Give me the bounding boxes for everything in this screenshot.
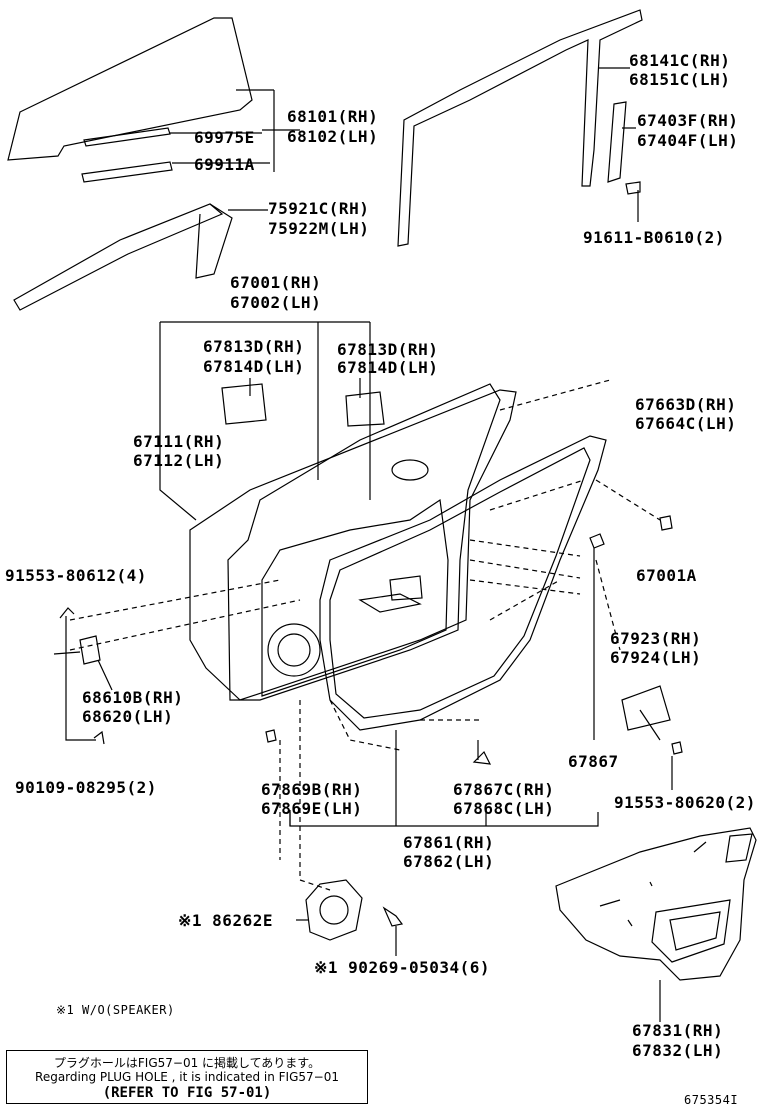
label-67813D-b: 67813D(RH) <box>337 340 439 359</box>
clip-67001A <box>659 515 673 531</box>
label-91553-80620: 91553-80620(2) <box>614 793 756 812</box>
label-91611: 91611-B0610(2) <box>583 228 725 247</box>
label-67663D: 67663D(RH) <box>635 395 737 414</box>
label-67867: 67867 <box>568 752 619 771</box>
label-69911A: 69911A <box>194 155 255 174</box>
glass-channel-lower <box>81 161 173 183</box>
door-hinge <box>79 635 101 665</box>
label-67001A: 67001A <box>636 566 697 585</box>
door-inner-frame <box>227 383 501 701</box>
note-line-en: Regarding PLUG HOLE , it is indicated in… <box>35 1070 339 1084</box>
label-67664C: 67664C(LH) <box>635 414 737 433</box>
label-67814D-a: 67814D(LH) <box>203 357 305 376</box>
door-outer-panel <box>189 389 517 701</box>
label-67862: 67862(LH) <box>403 852 495 871</box>
label-67867C: 67867C(RH) <box>453 780 555 799</box>
label-68102: 68102(LH) <box>287 127 379 146</box>
label-68101: 68101(RH) <box>287 107 379 126</box>
label-86262E: ※1 86262E <box>178 911 273 930</box>
label-69975E: 69975E <box>194 128 255 147</box>
label-67112: 67112(LH) <box>133 451 225 470</box>
label-67869E: 67869E(LH) <box>261 799 363 818</box>
label-67813D-a: 67813D(RH) <box>203 337 305 356</box>
door-weatherstrip <box>319 435 607 731</box>
label-67924: 67924(LH) <box>610 648 702 667</box>
clip-67867 <box>589 533 605 549</box>
label-67861: 67861(RH) <box>403 833 495 852</box>
label-67002: 67002(LH) <box>230 293 322 312</box>
service-hole-cover-a <box>221 383 267 425</box>
label-90269: ※1 90269-05034(6) <box>314 958 491 977</box>
label-67403F: 67403F(RH) <box>637 111 739 130</box>
division-bar <box>607 101 627 183</box>
plug-hole-note: プラグホールはFIG57−01 に掲載してあります。 Regarding PLU… <box>6 1050 368 1104</box>
label-67111: 67111(RH) <box>133 432 225 451</box>
run-channel <box>397 9 643 247</box>
glass-channel-upper <box>83 127 171 147</box>
door-lock-bracket <box>621 685 671 731</box>
note-line-ref: (REFER TO FIG 57-01) <box>102 1085 272 1101</box>
bolt-small <box>625 181 641 195</box>
label-67001: 67001(RH) <box>230 273 322 292</box>
label-75922M: 75922M(LH) <box>268 219 370 238</box>
belt-moulding <box>13 203 224 311</box>
label-68620: 68620(LH) <box>82 707 174 726</box>
label-68141C: 68141C(RH) <box>629 51 731 70</box>
label-67869B: 67869B(RH) <box>261 780 363 799</box>
label-90109: 90109-08295(2) <box>15 778 157 797</box>
belt-moulding-end <box>195 203 233 279</box>
label-67814D-b: 67814D(LH) <box>337 358 439 377</box>
speaker <box>305 879 363 941</box>
label-91553-80612: 91553-80612(4) <box>5 566 147 585</box>
label-67923: 67923(RH) <box>610 629 702 648</box>
note-line-jp: プラグホールはFIG57−01 に掲載してあります。 <box>53 1056 321 1070</box>
label-67404F: 67404F(LH) <box>637 131 739 150</box>
label-67832: 67832(LH) <box>632 1041 724 1060</box>
label-68151C: 68151C(LH) <box>629 70 731 89</box>
footnote: ※1 W/O(SPEAKER) <box>56 1003 175 1017</box>
figure-id: 675354I <box>684 1093 739 1107</box>
label-67868C: 67868C(LH) <box>453 799 555 818</box>
door-trim-board <box>555 827 757 981</box>
window-glass <box>7 17 253 161</box>
label-68610B: 68610B(RH) <box>82 688 184 707</box>
label-67831: 67831(RH) <box>632 1021 724 1040</box>
service-hole-cover-b <box>345 391 385 427</box>
label-75921C: 75921C(RH) <box>268 199 370 218</box>
